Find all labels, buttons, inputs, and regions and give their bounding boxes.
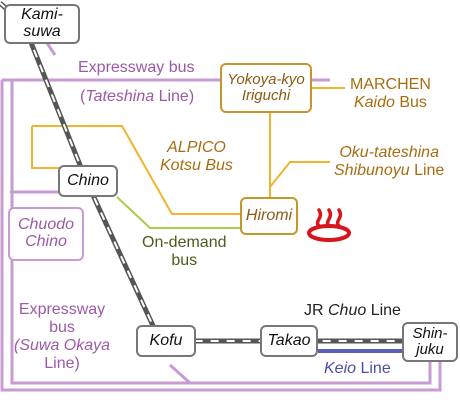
- oku-tateshina-link: [269, 161, 330, 188]
- ondemand-bus-line: [116, 196, 240, 229]
- expressway-tateshina-label: Expressway bus: [78, 59, 195, 77]
- stop-yokoya-line1: Yokoya-kyo: [227, 71, 305, 89]
- station-kamisuwa-line1: Kami-: [21, 6, 63, 24]
- expressway-outer-loop: [0, 80, 442, 392]
- alpico-left-loop: [31, 126, 62, 169]
- station-shinjuku[interactable]: Shin- juku: [402, 322, 458, 362]
- station-kamisuwa[interactable]: Kami- suwa: [4, 4, 80, 44]
- chuodo-chino-box[interactable]: Chuodo Chino: [8, 207, 84, 261]
- stop-hiromi[interactable]: Hiromi: [240, 197, 298, 235]
- keio-line-label: Keio Line: [324, 360, 391, 377]
- station-kamisuwa-line2: suwa: [23, 23, 61, 40]
- expressway-suwa-okaya-label: Expressway bus (Suwa Okaya Line): [14, 301, 111, 373]
- kofu-branch: [168, 363, 192, 385]
- hot-spring-icon: [307, 208, 351, 242]
- chuodo-label: Chuodo: [17, 216, 75, 234]
- chuodo-chino-label: Chino: [25, 233, 67, 250]
- expressway-tateshina-name: (Tateshina Line): [80, 88, 195, 106]
- station-chino-label: Chino: [67, 171, 109, 189]
- marchen-kaido-bus-label: MARCHEN Kaido Bus: [350, 76, 431, 111]
- alpico-route: [32, 125, 240, 215]
- station-shinjuku-line2: juku: [416, 341, 444, 358]
- station-takao[interactable]: Takao: [260, 325, 318, 357]
- expressway-tateshina-line1: Expressway bus: [78, 59, 195, 76]
- stop-yokoya-kyo-iriguchi[interactable]: Yokoya-kyo Iriguchi: [220, 63, 312, 113]
- alpico-kotsu-bus-label: ALPICO Kotsu Bus: [160, 139, 233, 174]
- stop-yokoya-line2: Iriguchi: [241, 87, 291, 104]
- jr-chuo-line-label: JR Chuo Line: [304, 302, 401, 319]
- station-kofu-label: Kofu: [149, 331, 183, 349]
- station-shinjuku-line1: Shin-: [412, 325, 448, 343]
- oku-tateshina-label: Oku-tateshina Shibunoyu Line: [334, 144, 445, 179]
- station-chino[interactable]: Chino: [58, 165, 118, 197]
- station-kofu[interactable]: Kofu: [136, 325, 196, 357]
- station-takao-label: Takao: [267, 331, 311, 349]
- ondemand-bus-label: On-demand bus: [142, 234, 227, 269]
- stop-hiromi-label: Hiromi: [245, 206, 293, 224]
- alpico-bus-lines: [31, 87, 345, 215]
